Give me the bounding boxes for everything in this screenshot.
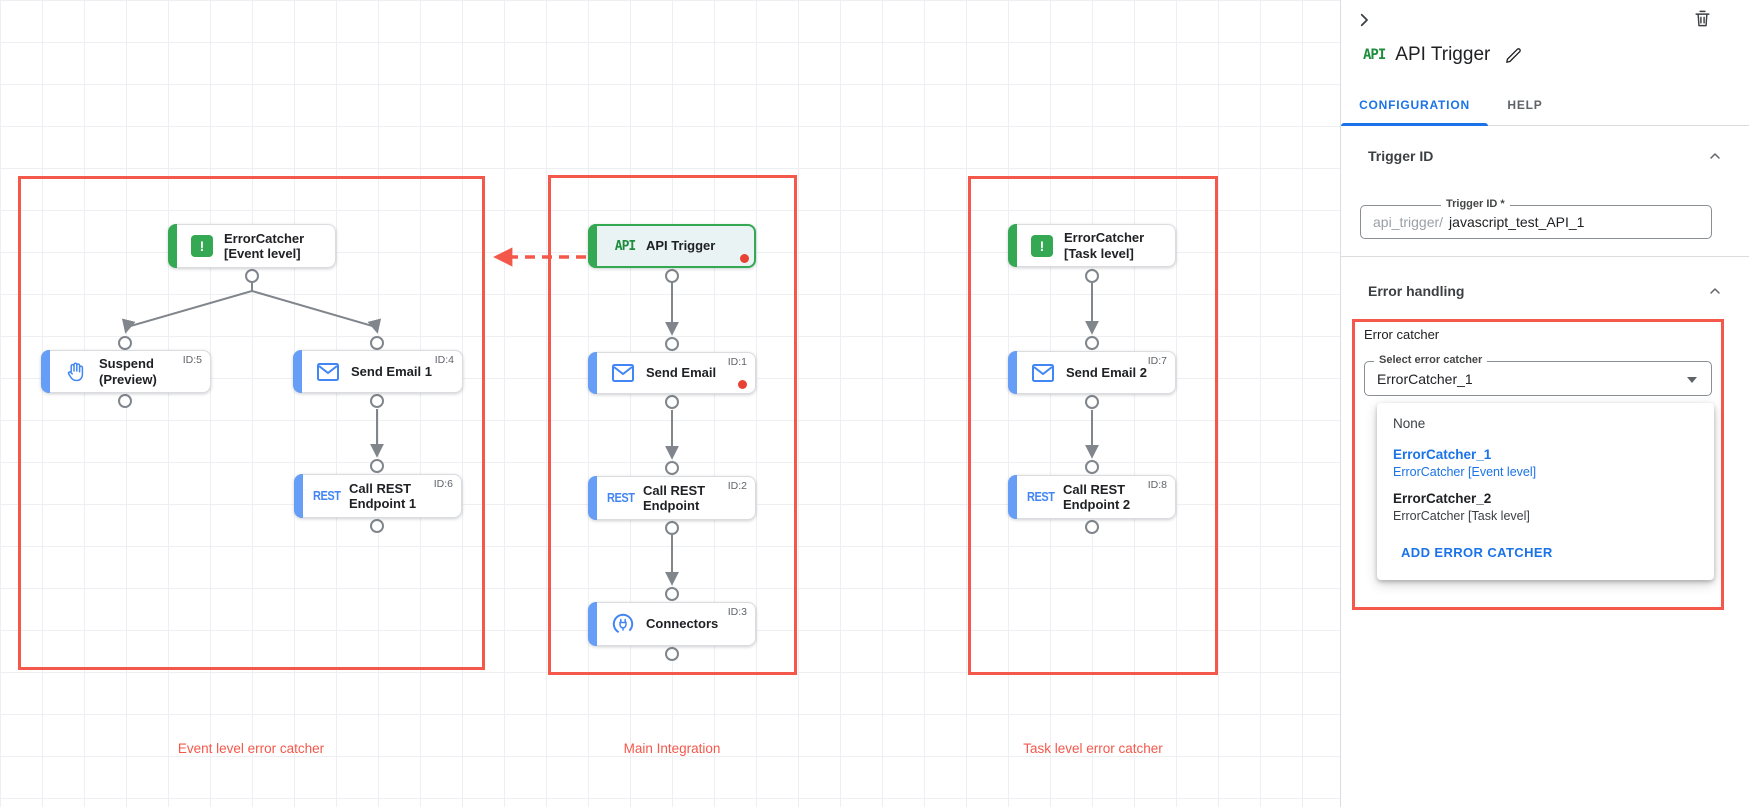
trigger-id-prefix: api_trigger/: [1373, 214, 1444, 230]
node-accent-bar: [588, 602, 597, 646]
node-id-badge: ID:2: [727, 480, 747, 492]
section-trigger-id[interactable]: Trigger ID: [1368, 148, 1434, 164]
node-id-badge: ID:8: [1147, 479, 1167, 491]
error-catcher-dropdown: None ErrorCatcher_1 ErrorCatcher [Event …: [1377, 403, 1714, 580]
node-id-badge: ID:7: [1147, 355, 1167, 367]
node-accent-bar: [1008, 224, 1017, 267]
api-trigger-icon: API: [1363, 47, 1386, 63]
error-status-dot: [740, 254, 749, 263]
option-errorcatcher-2[interactable]: ErrorCatcher_2 ErrorCatcher [Task level]: [1393, 491, 1530, 523]
node-accent-bar: [1008, 475, 1017, 519]
node-label: Send Email 1: [351, 363, 432, 379]
node-send-email[interactable]: Send Email ID:1: [588, 352, 756, 394]
node-suspend-preview[interactable]: Suspend (Preview) ID:5: [41, 350, 211, 393]
node-accent-bar: [588, 224, 597, 268]
node-api-trigger[interactable]: API API Trigger: [588, 224, 756, 268]
group-box-task-level: [968, 176, 1218, 675]
node-accent-bar: [588, 352, 597, 394]
email-icon: [316, 362, 340, 382]
node-accent-bar: [294, 474, 303, 518]
node-accent-bar: [588, 476, 597, 520]
add-error-catcher-button[interactable]: ADD ERROR CATCHER: [1401, 545, 1553, 560]
section-divider: [1341, 256, 1749, 257]
error-status-dot: [738, 380, 747, 389]
node-label: Call REST Endpoint: [643, 482, 706, 513]
api-icon: API: [614, 238, 637, 254]
rest-icon: REST: [607, 491, 635, 505]
trigger-id-field-label: Trigger ID *: [1441, 198, 1510, 210]
node-send-email-2[interactable]: Send Email 2 ID:7: [1008, 351, 1176, 394]
node-label: ErrorCatcher [Task level]: [1064, 230, 1145, 261]
option-none[interactable]: None: [1393, 416, 1426, 431]
caption-event-level: Event level error catcher: [177, 741, 325, 756]
node-id-badge: ID:3: [727, 606, 747, 618]
config-panel: API API Trigger CONFIGURATION HELP Trigg…: [1341, 0, 1749, 807]
node-accent-bar: [168, 224, 177, 268]
active-tab-underline: [1341, 123, 1488, 126]
trigger-id-field[interactable]: Trigger ID * api_trigger/ javascript_tes…: [1360, 198, 1712, 239]
tab-label: CONFIGURATION: [1359, 98, 1470, 112]
tab-configuration[interactable]: CONFIGURATION: [1341, 84, 1488, 126]
chevron-up-icon[interactable]: [1707, 283, 1723, 299]
node-label: Connectors: [646, 616, 719, 632]
node-call-rest-endpoint-2[interactable]: REST Call REST Endpoint 2 ID:8: [1008, 475, 1176, 519]
node-label: API Trigger: [646, 238, 716, 254]
node-accent-bar: [41, 350, 50, 393]
select-error-catcher-label: Select error catcher: [1374, 354, 1488, 366]
rest-icon: REST: [1027, 490, 1055, 504]
node-connectors[interactable]: Connectors ID:3: [588, 602, 756, 646]
caption-main-integration: Main Integration: [623, 741, 721, 756]
panel-title: API Trigger: [1395, 44, 1491, 65]
caption-task-level: Task level error catcher: [1023, 741, 1163, 756]
node-label: Call REST Endpoint 1: [349, 480, 417, 511]
node-id-badge: ID:5: [182, 354, 202, 366]
node-label: Send Email: [646, 365, 717, 381]
error-catcher-label: Error catcher: [1364, 327, 1440, 342]
hand-icon: [64, 360, 88, 384]
select-error-catcher-value: ErrorCatcher_1: [1377, 370, 1473, 387]
node-accent-bar: [1008, 351, 1017, 394]
node-id-badge: ID:6: [433, 478, 453, 490]
node-call-rest-endpoint-1[interactable]: REST Call REST Endpoint 1 ID:6: [294, 474, 462, 518]
node-label: Send Email 2: [1066, 364, 1147, 380]
integration-canvas[interactable]: ! ErrorCatcher [Event level] Suspend (Pr…: [0, 0, 1341, 807]
select-error-catcher[interactable]: Select error catcher ErrorCatcher_1: [1364, 354, 1712, 396]
panel-tabs: CONFIGURATION HELP: [1341, 84, 1749, 126]
node-call-rest-endpoint[interactable]: REST Call REST Endpoint ID:2: [588, 476, 756, 520]
tab-label: HELP: [1507, 98, 1543, 112]
trigger-id-value: javascript_test_API_1: [1449, 214, 1585, 230]
option-errorcatcher-1[interactable]: ErrorCatcher_1 ErrorCatcher [Event level…: [1393, 447, 1537, 479]
rest-icon: REST: [313, 489, 341, 503]
connector-icon: [611, 612, 635, 636]
dropdown-arrow-icon[interactable]: [1687, 377, 1697, 383]
node-label: ErrorCatcher [Event level]: [224, 230, 305, 261]
node-accent-bar: [293, 350, 302, 393]
group-box-main-integration: [548, 175, 797, 675]
group-box-event-level: [18, 176, 485, 670]
node-label: Suspend (Preview): [99, 356, 157, 387]
node-errorcatcher-event-level[interactable]: ! ErrorCatcher [Event level]: [168, 224, 336, 268]
node-id-badge: ID:1: [727, 356, 747, 368]
error-catcher-highlight-box: [1352, 319, 1724, 610]
collapse-panel-button[interactable]: [1351, 7, 1377, 33]
node-errorcatcher-task-level[interactable]: ! ErrorCatcher [Task level]: [1008, 224, 1176, 267]
error-catcher-icon: !: [191, 235, 213, 257]
email-icon: [611, 363, 635, 383]
edit-title-button[interactable]: [1500, 42, 1526, 68]
node-id-badge: ID:4: [434, 354, 454, 366]
chevron-up-icon[interactable]: [1707, 148, 1723, 164]
tab-help[interactable]: HELP: [1488, 84, 1562, 126]
email-icon: [1031, 363, 1055, 383]
node-label: Call REST Endpoint 2: [1063, 481, 1131, 512]
delete-trigger-button[interactable]: [1689, 5, 1715, 31]
error-catcher-icon: !: [1031, 234, 1053, 257]
section-error-handling[interactable]: Error handling: [1368, 283, 1465, 299]
node-send-email-1[interactable]: Send Email 1 ID:4: [293, 350, 463, 393]
